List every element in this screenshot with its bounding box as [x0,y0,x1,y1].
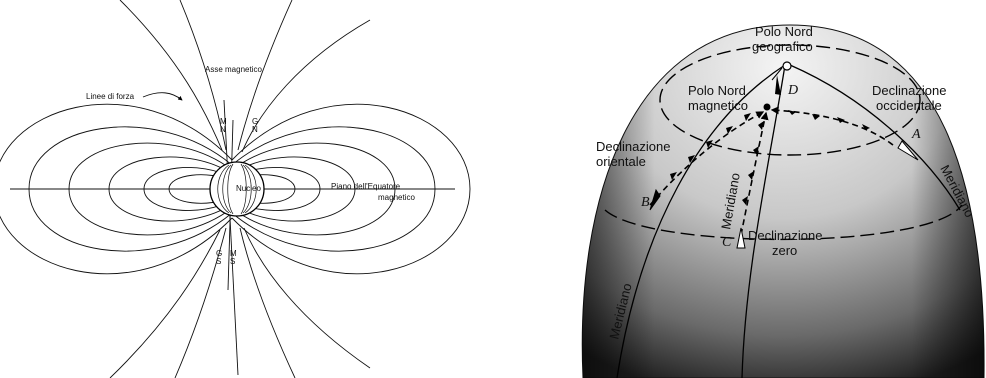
magnetic-north-pole [764,104,771,111]
label-polo-nord-magnetico-2: magnetico [688,98,748,113]
label-point-a: A [911,127,921,142]
label-declinazione-orientale-1: Declinazione [596,139,670,154]
label-piano-equatore-2: magnetico [378,193,415,202]
label-nucleo: Nucleo [236,184,261,193]
label-n-top-2: N [252,125,258,134]
label-declinazione-occidentale-2: occidentale [876,98,942,113]
label-s-bottom-2: S [230,257,235,266]
label-polo-nord-magnetico-1: Polo Nord [688,83,746,98]
label-declinazione-zero-1: Declinazione [748,228,822,243]
magnetic-axis [224,100,238,375]
label-declinazione-occidentale-1: Declinazione [872,83,946,98]
label-point-c: C [722,235,732,250]
label-s-bottom-1: S [216,257,221,266]
label-declinazione-zero-2: zero [772,243,797,258]
label-asse-magnetico: Asse magnetico [205,65,262,74]
label-polo-nord-geografico-2: geografico [752,39,813,54]
linee-di-forza-leader [143,93,182,100]
label-linee-di-forza: Linee di forza [86,92,135,101]
label-polo-nord-geografico-1: Polo Nord [755,24,813,39]
geographic-north-pole [783,62,791,70]
label-point-b: B [641,195,650,210]
label-piano-equatore: Piano dell'Equatore [331,182,401,191]
label-declinazione-orientale-2: orientale [596,154,646,169]
label-point-d: D [787,83,798,98]
label-n-top-1: N [220,125,226,134]
